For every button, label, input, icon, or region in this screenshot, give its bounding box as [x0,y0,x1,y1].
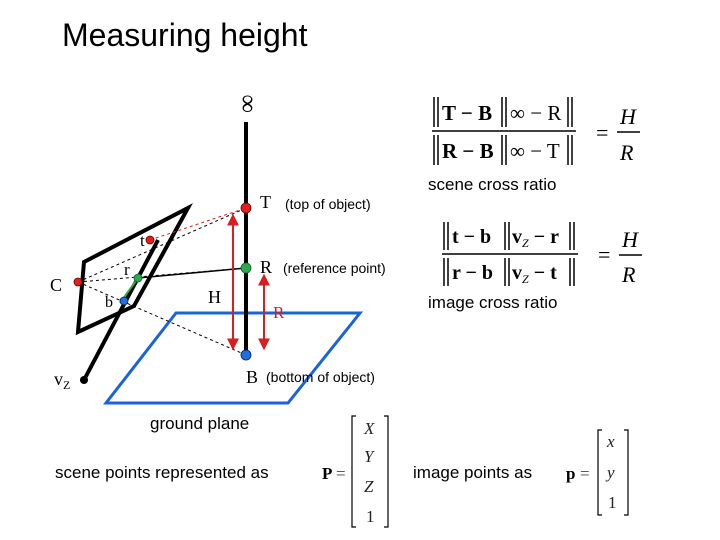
scene-vector-Y: Y [364,447,375,466]
label-R: R [260,257,272,277]
svg-text:∞ − T: ∞ − T [510,139,560,163]
image-plane-outline [75,203,193,336]
image-cross-ratio-equation: t − b vZ − r r − b vZ − t = H R [442,222,642,287]
svg-text:R: R [621,262,636,287]
svg-text:r − b: r − b [452,262,493,284]
point-T [240,202,252,214]
svg-text:=: = [336,464,346,483]
point-r [133,273,143,283]
image-cross-ratio-caption: image cross ratio [428,293,557,312]
scene-cross-ratio-caption: scene cross ratio [428,175,557,194]
svg-text:H: H [621,227,639,252]
svg-text:T − B: T − B [442,101,492,125]
point-t [145,235,155,245]
vz-line [82,239,160,381]
svg-text:∞ − R: ∞ − R [510,101,561,125]
svg-text:R: R [619,140,634,165]
point-b [119,296,129,306]
ground-plane-label: ground plane [150,414,249,433]
infinity-label: ∞ [232,94,261,113]
svg-text:P: P [322,464,332,483]
label-R-desc: (reference point) [283,260,386,276]
image-points-text: image points as [413,463,532,482]
point-B [240,349,252,361]
scene-points-vector: P = X Y Z 1 [322,415,389,528]
label-R-length: R [273,303,285,322]
image-plane [80,208,188,332]
scene-vector-Z: Z [364,477,374,496]
label-H: H [208,287,221,307]
label-r: r [124,260,130,279]
svg-text:R − B: R − B [442,139,494,163]
page-title: Measuring height [62,17,308,53]
svg-text:vZ − r: vZ − r [512,226,559,250]
label-B-desc: (bottom of object) [266,369,375,385]
point-R [240,262,252,274]
image-vector-y: y [605,463,615,482]
scene-vector-1: 1 [366,507,375,526]
point-C [73,277,83,287]
svg-text:H: H [619,104,637,129]
label-T: T [260,192,271,212]
svg-text:=: = [580,464,590,483]
image-plane-edge [78,208,188,380]
label-C: C [50,275,62,295]
scene-cross-ratio-equation: T − B ∞ − R R − B ∞ − T = H R [432,97,640,165]
scene-vector-X: X [363,419,375,438]
image-vector-x: x [606,432,615,451]
image-points-vector: p = x y 1 [566,429,629,516]
label-vz: vZ [54,369,70,392]
point-vz [80,376,88,384]
label-b: b [105,294,113,311]
svg-text:=: = [596,120,608,145]
label-B: B [246,367,258,387]
svg-text:vZ − t: vZ − t [512,262,557,286]
image-vector-1: 1 [608,493,617,512]
label-T-desc: (top of object) [285,196,371,212]
svg-text:=: = [598,242,610,267]
svg-text:p: p [566,464,575,483]
label-t: t [140,231,145,250]
ground-plane [102,311,364,405]
svg-text:t − b: t − b [452,226,491,248]
scene-points-text: scene points represented as [55,463,269,482]
